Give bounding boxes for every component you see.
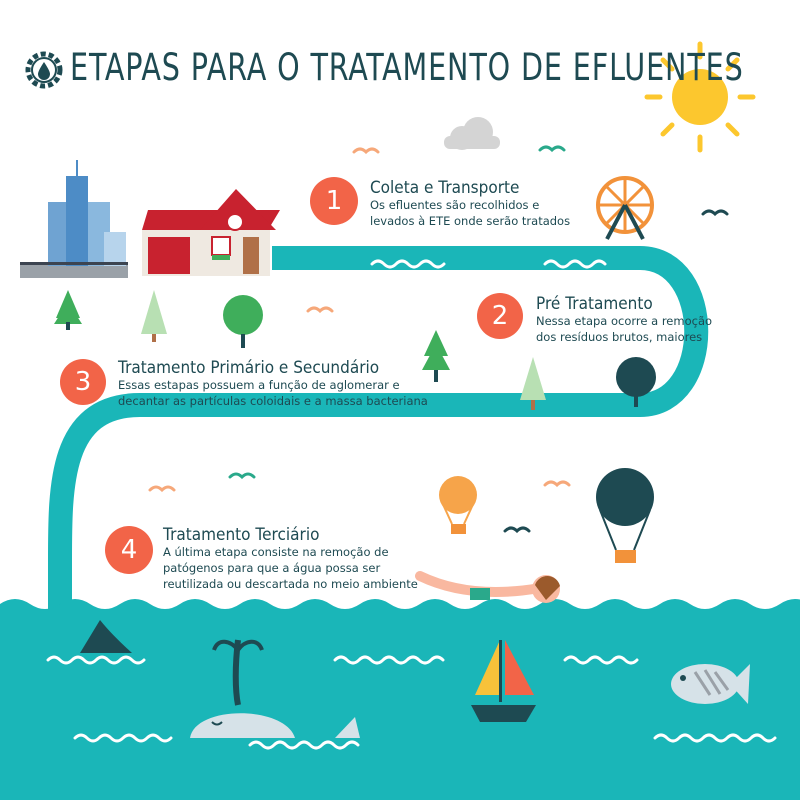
step-1-description: Os efluentes são recolhidos e levados à … — [370, 197, 570, 229]
step-3-description: Essas estapas possuem a função de aglome… — [118, 377, 428, 409]
step-4-title: Tratamento Terciário — [163, 525, 320, 545]
step-2-line-2: dos resíduos brutos, maiores — [536, 330, 703, 344]
ferris-wheel-icon — [596, 176, 654, 240]
step-1-line-1: Os efluentes são recolhidos e — [370, 198, 540, 212]
step-2-number-badge: 2 — [477, 293, 523, 339]
step-4-number-badge: 4 — [105, 526, 153, 574]
step-1-number-badge: 1 — [310, 177, 358, 225]
shark-fin-icon — [80, 620, 360, 738]
step-4-description: A última etapa consiste na remoção de pa… — [163, 544, 418, 592]
water-drop-gear-icon — [25, 51, 63, 89]
swimmer-icon — [415, 571, 560, 603]
step-3-line-2: decantar as partículas coloidais e a mas… — [118, 394, 428, 408]
step-1-title: Coleta e Transporte — [370, 178, 520, 198]
step-2-title: Pré Tratamento — [536, 294, 653, 314]
sea — [0, 599, 800, 800]
step-4-line-2: patógenos para que a água possa ser — [163, 561, 381, 575]
step-3-line-1: Essas estapas possuem a função de aglome… — [118, 378, 400, 392]
step-2-description: Nessa etapa ocorre a remoção dos resíduo… — [536, 313, 712, 345]
fish-icon — [671, 664, 750, 704]
step-3-number-badge: 3 — [60, 359, 106, 405]
step-2-line-1: Nessa etapa ocorre a remoção — [536, 314, 713, 328]
whale-icon — [190, 639, 295, 738]
tree-icon — [54, 290, 656, 410]
step-3-title: Tratamento Primário e Secundário — [118, 358, 380, 378]
hot-air-balloon-icon — [439, 468, 654, 563]
step-1-line-2: levados à ETE onde serão tratados — [370, 214, 571, 228]
house-icon — [142, 189, 280, 276]
path-waves — [203, 259, 655, 438]
sailboat-icon — [471, 640, 536, 722]
bird-icon — [148, 145, 729, 534]
page-title: ETAPAS PARA O TRATAMENTO DE EFLUENTES — [70, 46, 744, 89]
sun-icon — [644, 41, 756, 153]
building-icon — [20, 160, 128, 278]
cloud-icon — [444, 117, 500, 150]
water-path — [48, 246, 709, 610]
sea-waves — [46, 655, 777, 750]
step-4-line-1: A última etapa consiste na remoção de — [163, 545, 389, 559]
step-4-line-3: reutilizada ou descartada no meio ambien… — [163, 577, 418, 591]
